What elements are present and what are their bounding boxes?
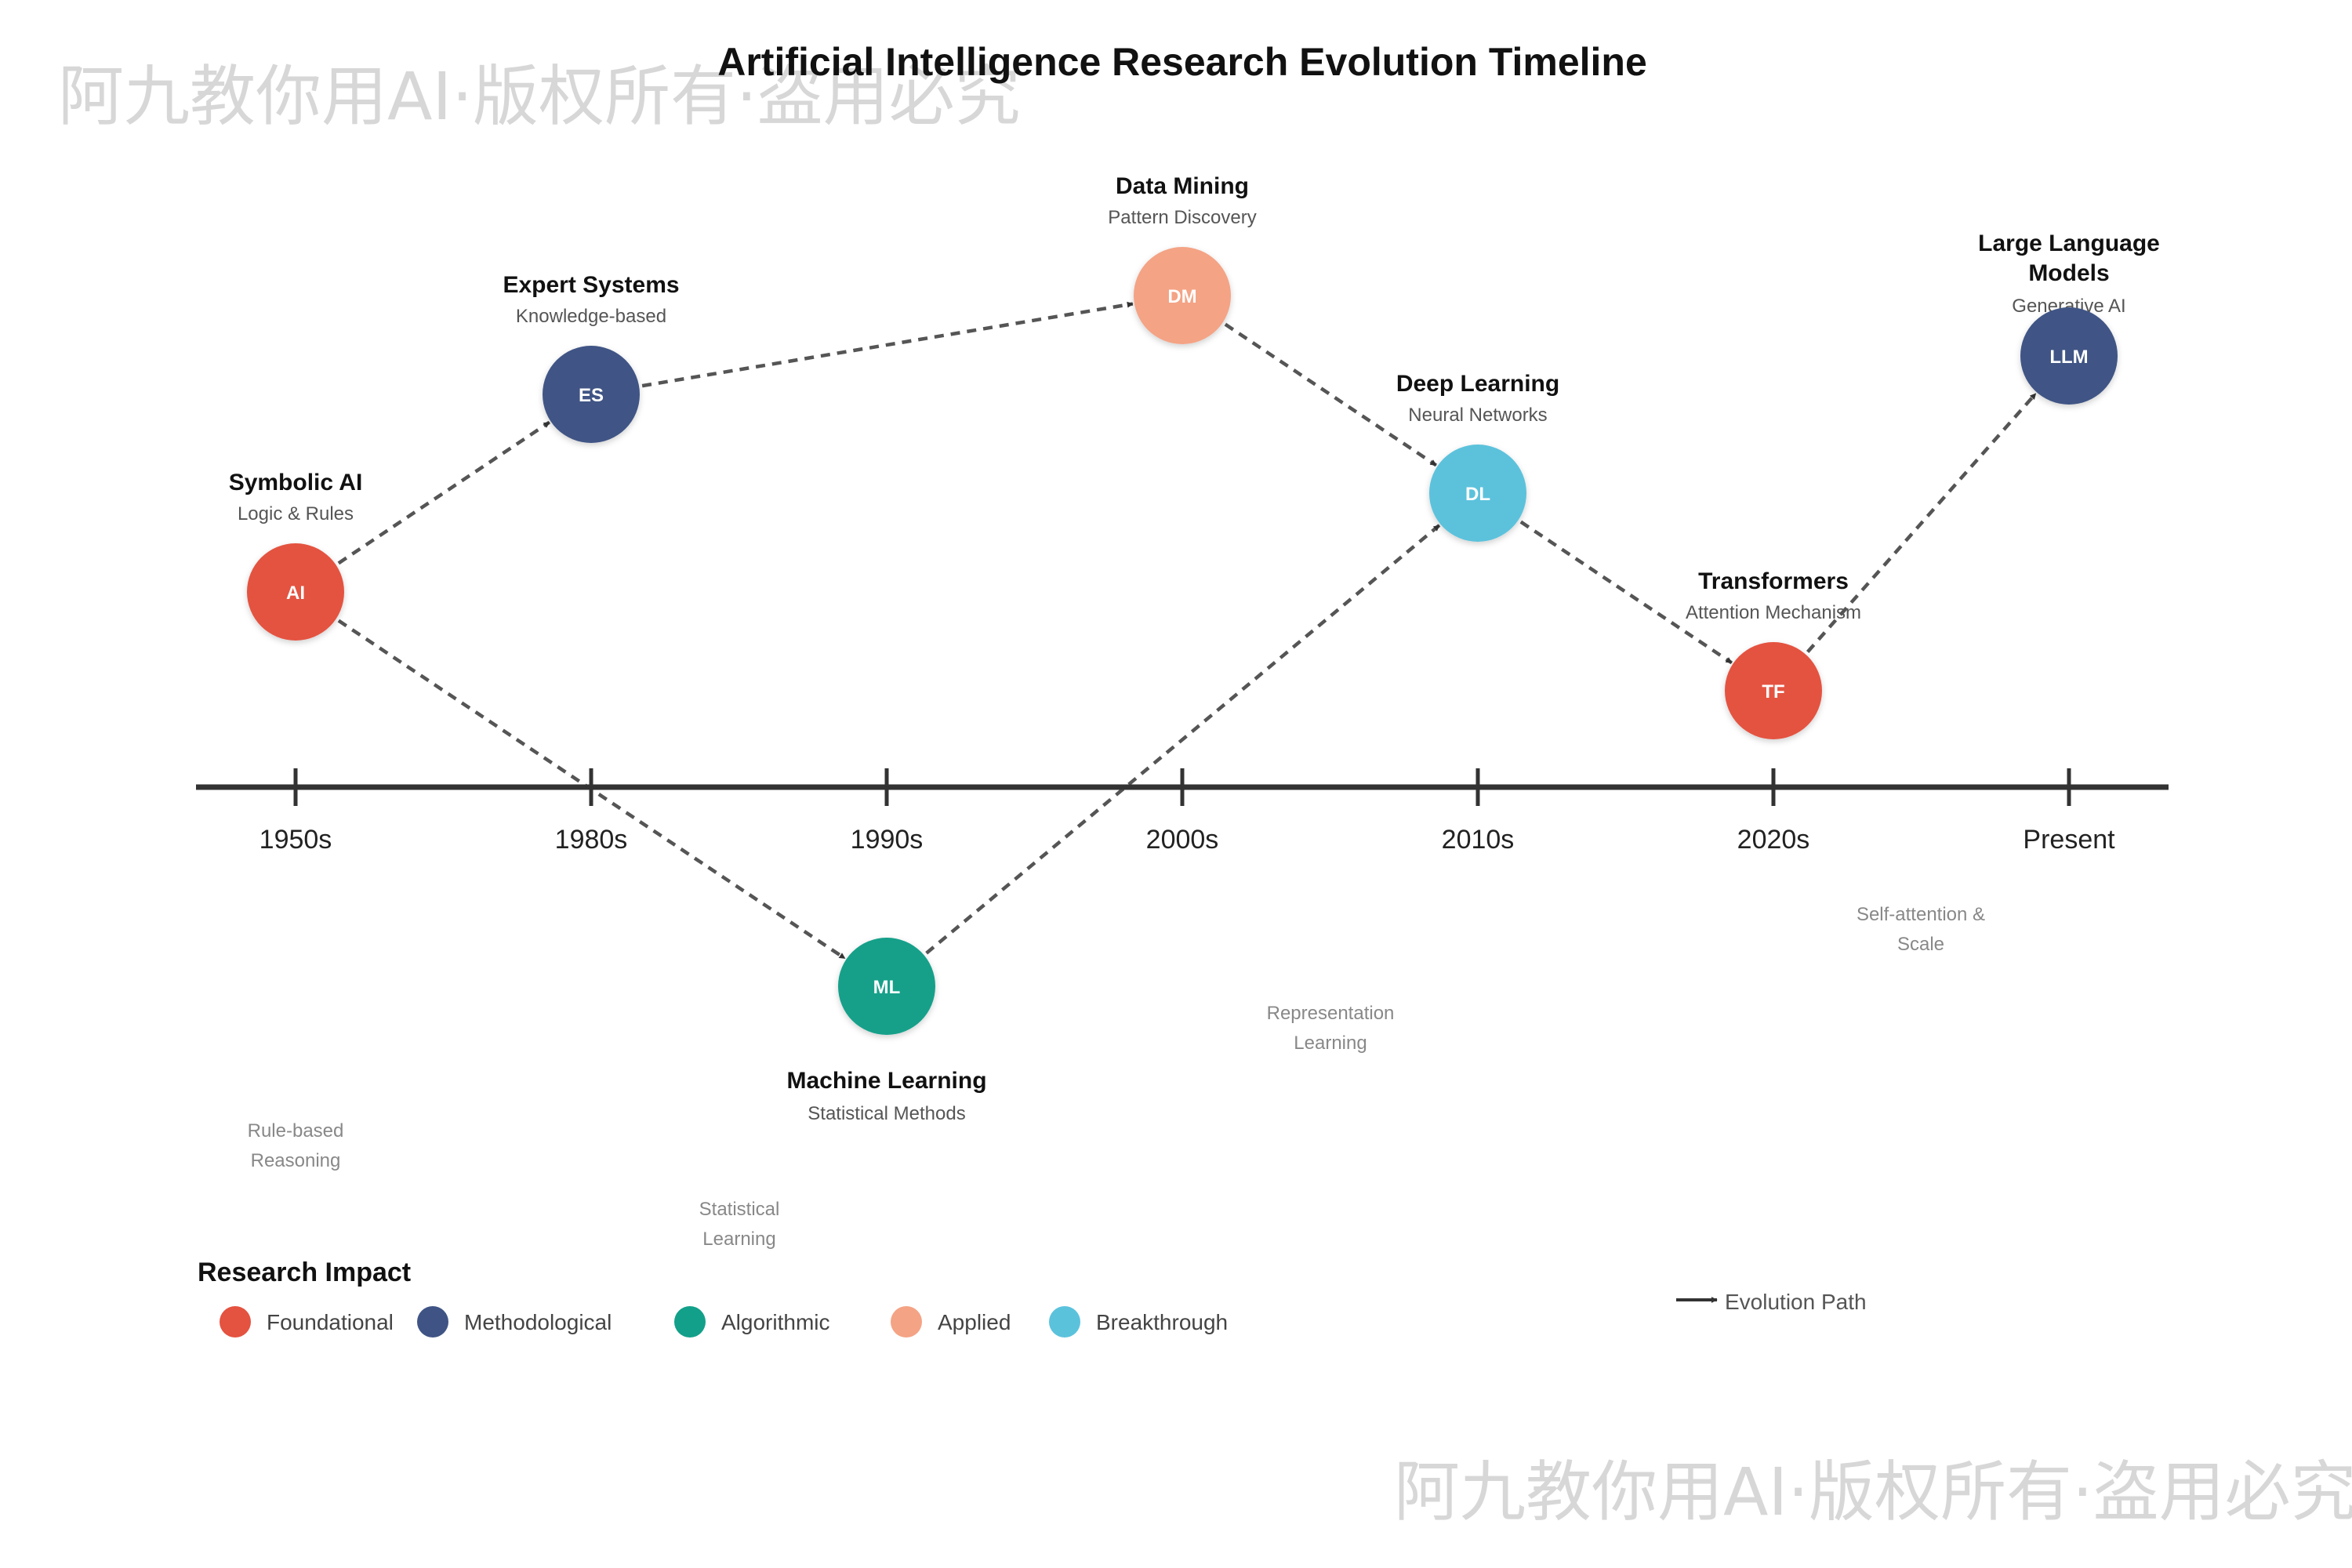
legend-swatch-icon (891, 1306, 922, 1338)
legend-item-applied: Applied (891, 1306, 1011, 1338)
node-abbr: AI (286, 583, 305, 604)
evolution-arrow (641, 301, 1134, 388)
node-title: Machine Learning (786, 1068, 986, 1094)
axis-ticks: 1950s 1980s 1990s 2000s 2010s 2020s Present (260, 768, 2115, 855)
node-title: Expert Systems (503, 272, 679, 298)
evolution-arrow (1806, 392, 2038, 654)
legend-swatch-icon (417, 1306, 448, 1338)
legend-swatch-icon (1049, 1306, 1080, 1338)
node-ai[interactable]: AI Symbolic AI Logic & Rules (229, 470, 363, 641)
evolution-arrow (337, 420, 551, 565)
page-title: Artificial Intelligence Research Evoluti… (717, 40, 1647, 84)
axis-tick-label: 2000s (1146, 825, 1219, 855)
node-title: Symbolic AI (229, 470, 363, 495)
node-title: Deep Learning (1396, 371, 1559, 397)
node-circle (247, 543, 344, 641)
legend-evolution-path: Evolution Path (1676, 1290, 1867, 1314)
node-circle (838, 938, 935, 1035)
node-circle (2020, 307, 2118, 405)
node-abbr: DM (1167, 286, 1196, 307)
legend: Research Impact Foundational Methodologic… (198, 1258, 1867, 1338)
legend-item-label: Breakthrough (1096, 1310, 1228, 1334)
evolution-arrow (925, 524, 1441, 955)
node-subtitle: Neural Networks (1408, 405, 1547, 426)
node-subtitle: Knowledge-based (516, 306, 666, 327)
legend-item-label: Foundational (267, 1310, 394, 1334)
legend-item-label: Algorithmic (721, 1310, 829, 1334)
node-abbr: ES (579, 385, 604, 406)
node-subtitle: Attention Mechanism (1686, 602, 1861, 623)
node-abbr: LLM (2049, 347, 2088, 368)
evolution-path-label: Evolution Path (1725, 1290, 1867, 1314)
legend-title: Research Impact (198, 1258, 411, 1287)
legend-item-methodological: Methodological (417, 1306, 612, 1338)
node-circle (1429, 445, 1526, 542)
node-subtitle: Statistical Methods (808, 1103, 965, 1124)
node-abbr: DL (1465, 484, 1490, 505)
axis-tick-label: 1990s (851, 825, 924, 855)
evolution-arrow (1519, 520, 1733, 665)
evolution-paths (337, 301, 2038, 960)
node-abbr: TF (1762, 681, 1784, 702)
node-subtitle: Logic & Rules (238, 503, 354, 524)
legend-item-foundational: Foundational (220, 1306, 394, 1338)
legend-item-label: Applied (938, 1310, 1011, 1334)
axis-tick-label: 2010s (1442, 825, 1515, 855)
node-circle (543, 346, 640, 443)
timeline-nodes: AI Symbolic AI Logic & Rules ES Expert Syste… (229, 173, 2160, 1124)
legend-item-breakthrough: Breakthrough (1049, 1306, 1228, 1338)
axis-tick-label: 2020s (1737, 825, 1810, 855)
node-subtitle: Pattern Discovery (1108, 207, 1256, 228)
node-abbr: ML (873, 977, 901, 998)
legend-swatch-icon (674, 1306, 706, 1338)
legend-swatch-icon (220, 1306, 251, 1338)
legend-item-algorithmic: Algorithmic (674, 1306, 829, 1338)
axis-tick-label: 1950s (260, 825, 332, 855)
node-title: Data Mining (1116, 173, 1249, 199)
evolution-arrow (1224, 322, 1438, 467)
node-title: Transformers (1698, 568, 1849, 594)
annotation-text: Self-attention &Scale (1857, 904, 1985, 955)
axis-tick-label: 1980s (555, 825, 628, 855)
legend-items: Foundational Methodological Algorithmic App… (220, 1306, 1228, 1338)
legend-item-label: Methodological (464, 1310, 612, 1334)
evolution-arrow (337, 619, 847, 960)
node-circle (1134, 247, 1231, 344)
axis-tick-label: Present (2023, 825, 2115, 855)
node-circle (1725, 642, 1822, 739)
